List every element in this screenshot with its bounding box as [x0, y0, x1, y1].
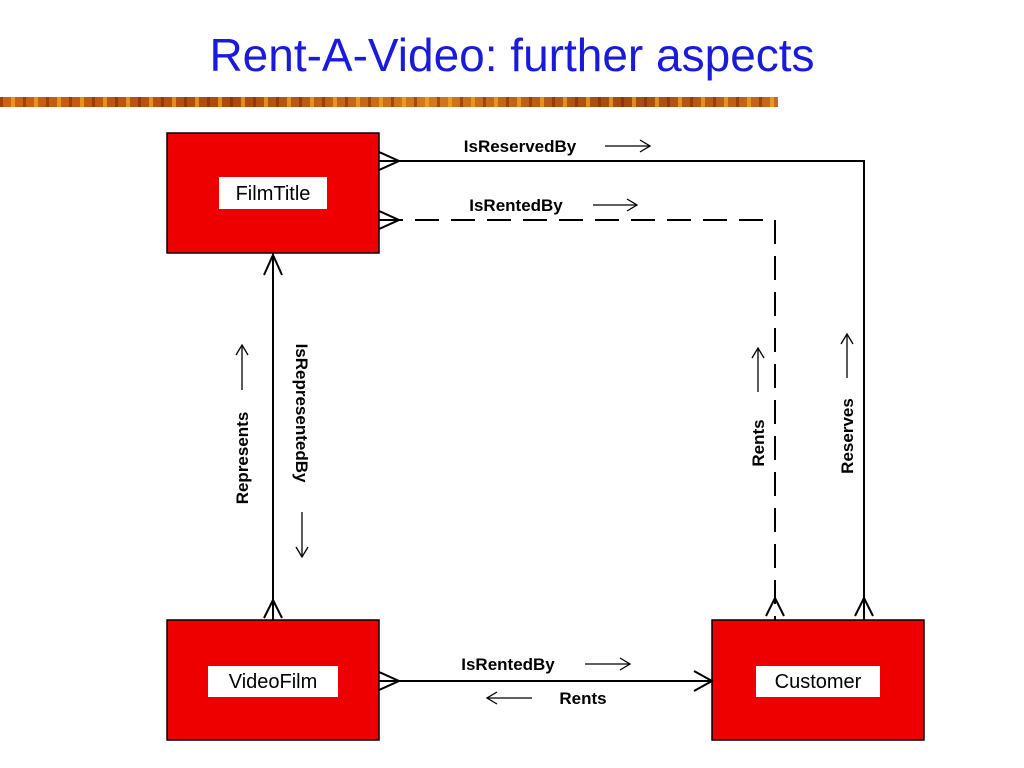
label-rents-title: Rents [749, 419, 768, 466]
relationship-line-representation [263, 252, 283, 620]
relationship-line-reservation [378, 151, 874, 620]
arrow-left-icon [485, 691, 532, 705]
arrow-up-icon [840, 332, 854, 378]
label-is-rented-by-title: IsRentedBy [469, 196, 563, 215]
arrow-right-icon [585, 657, 632, 671]
entity-filmtitle-label: FilmTitle [236, 183, 311, 205]
label-is-represented-by: IsRepresentedBy [292, 344, 311, 483]
label-rents-film: Rents [559, 689, 606, 708]
arrow-down-icon [295, 512, 309, 559]
entity-customer[interactable]: Customer [711, 619, 925, 741]
entity-filmtitle[interactable]: FilmTitle [166, 132, 380, 254]
decorative-divider-bar [0, 97, 778, 107]
label-is-reserved-by: IsReservedBy [464, 137, 577, 156]
label-is-rented-by-film: IsRentedBy [461, 655, 555, 674]
entity-customer-label: Customer [775, 671, 862, 693]
arrow-up-icon [235, 343, 249, 390]
label-represents: Represents [233, 412, 252, 505]
label-reserves: Reserves [838, 398, 857, 474]
relationship-line-title-rental [378, 210, 785, 620]
arrow-right-icon [593, 198, 639, 212]
entity-videofilm[interactable]: VideoFilm [166, 619, 380, 741]
arrow-up-icon [751, 346, 765, 392]
arrow-right-icon [605, 139, 652, 153]
entity-videofilm-label: VideoFilm [229, 671, 318, 693]
slide-title: Rent-A-Video: further aspects [209, 29, 815, 81]
relationship-line-film-rental [378, 670, 715, 692]
